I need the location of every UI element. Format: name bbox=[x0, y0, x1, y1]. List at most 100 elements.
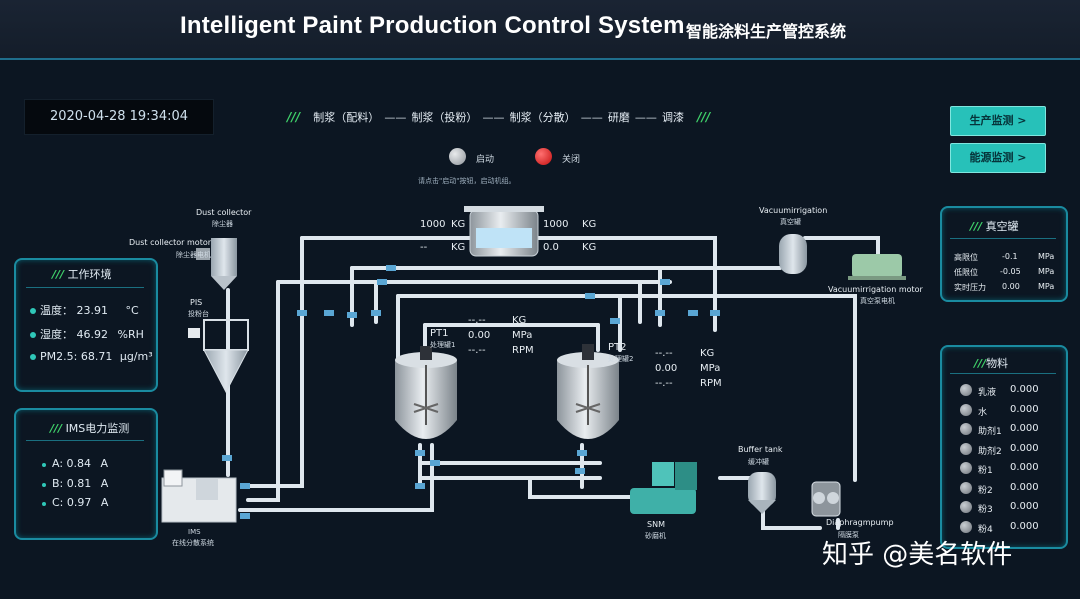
valves bbox=[222, 265, 720, 519]
pt1-mpa: 0.00 bbox=[468, 330, 491, 341]
diaphragm-label-cn: 隔膜泵 bbox=[838, 531, 859, 539]
pis-label-cn: 投粉台 bbox=[188, 310, 209, 318]
vacuum-irrigation-label: Vacuumirrigation bbox=[759, 206, 828, 215]
flow-step-5[interactable]: 调漆 bbox=[662, 111, 684, 124]
dust-motor-label-cn: 除尘器电机 bbox=[176, 251, 211, 259]
ims-label-cn: 在线分散系统 bbox=[172, 539, 214, 547]
flow-step-3[interactable]: 制浆（分散） bbox=[509, 111, 576, 124]
flow-slash-left: /// bbox=[287, 110, 301, 124]
dust-collector[interactable] bbox=[196, 238, 237, 290]
weigh-tank[interactable] bbox=[464, 206, 544, 257]
pt2-rpm-unit: RPM bbox=[700, 378, 722, 389]
pt1-mpa-unit: MPa bbox=[512, 330, 533, 341]
ims-machine[interactable] bbox=[161, 469, 237, 523]
process-flow: /// 制浆（配料） —— 制浆（投粉） —— 制浆（分散） —— 研磨 —— … bbox=[287, 106, 710, 125]
mixing-tank-pt1[interactable] bbox=[395, 346, 457, 439]
flow-step-2[interactable]: 制浆（投粉） bbox=[411, 111, 478, 124]
pt1-kg: --.-- bbox=[468, 315, 486, 326]
material-indicator-icon bbox=[960, 423, 972, 435]
material-label: 粉3 bbox=[978, 505, 993, 515]
pipe bbox=[761, 503, 822, 530]
valve bbox=[660, 279, 670, 285]
buffer-tank[interactable] bbox=[748, 472, 776, 514]
valve bbox=[430, 460, 440, 466]
mixing-tank-pt2[interactable] bbox=[557, 344, 619, 439]
vacuum-tank[interactable] bbox=[779, 234, 807, 274]
vacuum-motor-label: Vacuumirrigation motor bbox=[828, 285, 923, 294]
production-monitor-button[interactable]: 生产监测 > bbox=[950, 106, 1046, 136]
valve bbox=[575, 468, 585, 474]
flow-connector: —— bbox=[482, 111, 505, 124]
weigh-left-bot-value: -- bbox=[420, 242, 428, 253]
material-value: 0.000 bbox=[1010, 423, 1039, 434]
pt1-name: PT1 bbox=[430, 328, 449, 339]
divider bbox=[950, 238, 1056, 239]
pt2-kg: --.-- bbox=[655, 348, 673, 359]
weigh-right-bot-unit: KG bbox=[582, 242, 597, 253]
pipe bbox=[528, 476, 642, 499]
energy-monitor-button[interactable]: 能源监测 > bbox=[950, 143, 1046, 173]
pipes bbox=[226, 236, 880, 530]
pt1-rpm-unit: RPM bbox=[512, 345, 534, 356]
material-value: 0.000 bbox=[1010, 520, 1039, 532]
material-value: 0.000 bbox=[1010, 442, 1039, 454]
material-value: 0.000 bbox=[1010, 501, 1039, 512]
ims-power-panel: /// IMS电力监测 A: 0.84 A B: 0.81 A C: 0.97 … bbox=[14, 408, 158, 540]
pipe bbox=[536, 236, 717, 332]
pt1-rpm: --.-- bbox=[468, 345, 486, 356]
pt2-mpa: 0.00 bbox=[655, 363, 678, 374]
pipe bbox=[238, 443, 434, 512]
datetime-display: 2020-04-28 19:34:04 bbox=[24, 99, 214, 135]
flow-step-1[interactable]: 制浆（配料） bbox=[313, 111, 380, 124]
valve bbox=[655, 310, 665, 316]
dust-collector-label-cn: 除尘器 bbox=[212, 220, 233, 228]
vacuum-motor[interactable] bbox=[848, 254, 906, 280]
material-value: 0.000 bbox=[1010, 462, 1039, 473]
valve bbox=[610, 318, 620, 324]
page-title: Intelligent Paint Production Control Sys… bbox=[180, 12, 685, 39]
valve bbox=[347, 312, 357, 318]
material-row: 粉2 0.000 bbox=[960, 481, 1060, 496]
pt2-mpa-unit: MPa bbox=[700, 363, 721, 374]
valve bbox=[240, 513, 250, 519]
pt1-sub: 处理罐1 bbox=[430, 341, 456, 349]
dust-collector-label: Dust collector bbox=[196, 208, 252, 217]
valve bbox=[324, 310, 334, 316]
vacuum-motor-label-cn: 真空泵电机 bbox=[860, 297, 895, 305]
header-bar bbox=[0, 0, 1080, 60]
diaphragm-label: Diaphragmpump bbox=[826, 518, 894, 527]
start-button[interactable] bbox=[449, 148, 466, 165]
material-label: 粉2 bbox=[978, 485, 993, 496]
material-label: 助剂1 bbox=[978, 427, 1002, 437]
material-indicator-icon bbox=[960, 384, 972, 396]
stop-label: 关闭 bbox=[562, 155, 581, 165]
material-label: 水 bbox=[978, 407, 988, 418]
pt1-kg-unit: KG bbox=[512, 315, 527, 326]
ims-row-b: B: 0.81 A bbox=[42, 477, 108, 490]
flow-step-4[interactable]: 研磨 bbox=[607, 111, 630, 124]
ims-row-a: A: 0.84 A bbox=[42, 457, 108, 470]
buffer-tank-label-cn: 缓冲罐 bbox=[748, 458, 769, 466]
buffer-tank-label: Buffer tank bbox=[738, 445, 783, 454]
pt2-kg-unit: KG bbox=[700, 348, 715, 359]
dust-motor-label: Dust collector motor bbox=[129, 238, 212, 247]
pt2-rpm: --.-- bbox=[655, 378, 673, 389]
valve bbox=[222, 455, 232, 461]
env-panel-title: /// 工作环境 bbox=[52, 268, 112, 281]
stop-button[interactable] bbox=[535, 148, 552, 165]
material-value: 0.000 bbox=[1010, 403, 1039, 415]
diaphragm-pump[interactable] bbox=[811, 481, 841, 517]
material-value: 0.000 bbox=[1010, 481, 1039, 493]
pis-hopper[interactable] bbox=[188, 319, 249, 394]
valve bbox=[415, 450, 425, 456]
snm-grinder[interactable] bbox=[630, 462, 697, 514]
flow-connector: —— bbox=[384, 111, 407, 124]
